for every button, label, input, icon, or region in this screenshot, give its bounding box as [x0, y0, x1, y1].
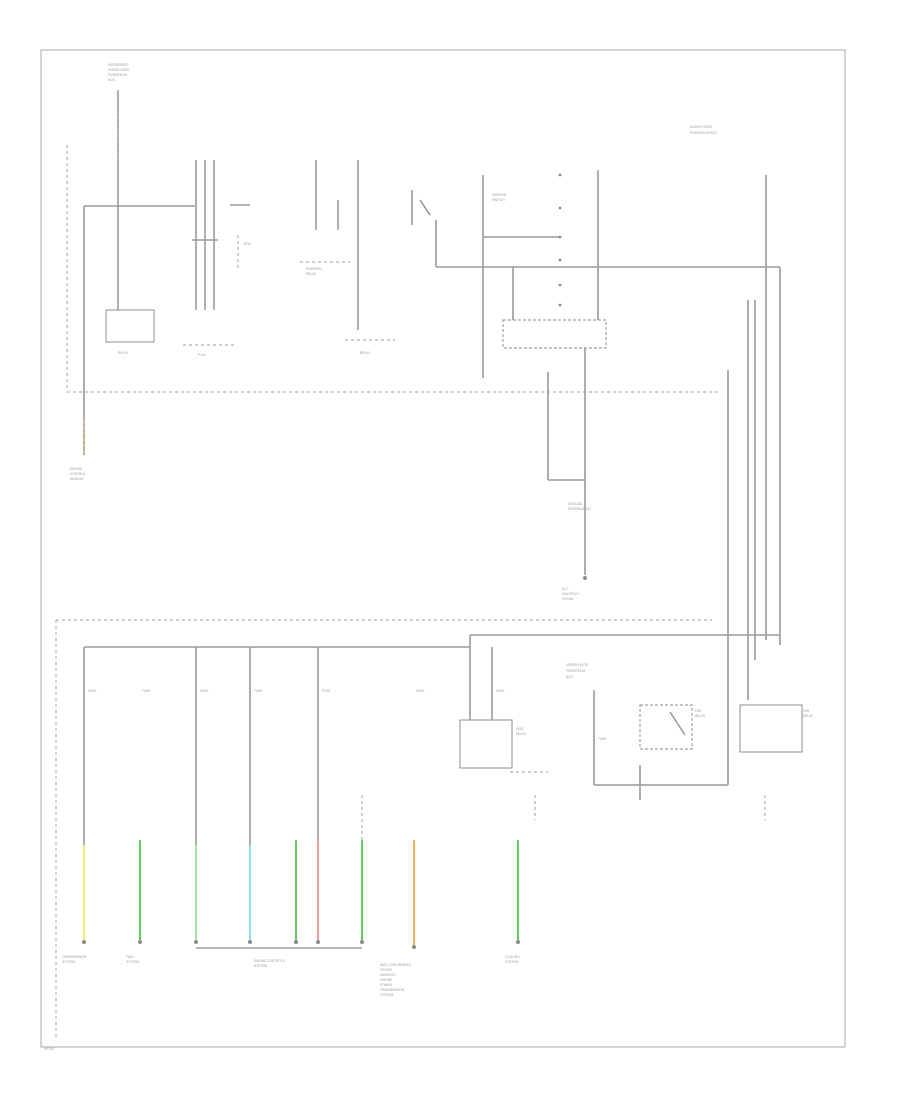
terminal-6 [316, 940, 320, 944]
fuse-tag-5: FUSE [416, 689, 425, 693]
label-transmission-1: SYSTEM [62, 960, 75, 964]
fan-relay-1-box [639, 704, 693, 750]
label-lower-box-2: BOX [566, 675, 574, 679]
fan-relay-2-box [739, 704, 803, 753]
terminal-3 [194, 940, 198, 944]
node-c3 [558, 235, 562, 239]
label-relay-1: RELAY [118, 351, 129, 355]
fuse-tag-7: FUSE [598, 737, 607, 741]
label-engine-ctrl-2: MODULE [70, 477, 84, 481]
fuse-tag-3: FUSE [254, 689, 263, 693]
label-fan-relay-1-0: FAN [695, 709, 702, 713]
label-multi-3: ENGINE [380, 978, 392, 982]
label-ignition-0: IGNITION [492, 193, 507, 197]
label-transmission-0: TRANSMISSION [62, 955, 87, 959]
wire-fan-relay-1 [669, 711, 686, 736]
label-multi-2: EMISSION [380, 973, 396, 977]
label-relay-2: RELAY [360, 351, 371, 355]
label-fuel-0: FUEL [126, 955, 134, 959]
node-c4 [558, 258, 562, 262]
label-dlc-1: MULTIPLEX [562, 592, 580, 596]
label-ground-0: GROUND [568, 502, 583, 506]
fuse-tag-6: FUSE [496, 689, 505, 693]
fuse-tag-0: FUSE [88, 689, 97, 693]
node-c1 [558, 173, 562, 177]
label-lower-box-0: UNDER-HOOD [566, 663, 589, 667]
node-c2 [558, 206, 562, 210]
label-multi-0: ANTI-LOCK BRAKES [380, 963, 411, 967]
label-ecm: ECM [244, 242, 251, 246]
label-cooling-0: COOLING [505, 955, 520, 959]
label-emission-relay-0: EMISSION [306, 267, 322, 271]
node-dlc [583, 576, 587, 580]
label-cooling-1: SYSTEM [505, 960, 518, 964]
fuse-tag-4: FUSE [322, 689, 331, 693]
relay-box-1 [105, 309, 155, 343]
label-engine-ctrl-1: CONTROL [70, 472, 86, 476]
label-engine-1: SYSTEM [254, 964, 267, 968]
label-right-fuse-box-1: FUSE/RELAY BOX [690, 131, 718, 135]
label-multi-5: TRANSMISSION [380, 988, 405, 992]
label-lower-box-1: FUSE/RELAY [566, 669, 586, 673]
terminal-4 [248, 940, 252, 944]
label-top-fuse-box-0: PASSENGER [108, 63, 128, 67]
fuel-relay-box [459, 719, 513, 769]
terminal-9 [516, 940, 520, 944]
label-fuel-1: SYSTEM [126, 960, 139, 964]
label-multi-1: CRUISE [380, 968, 392, 972]
diagram-frame [40, 49, 846, 1048]
label-right-fuse-box-0: UNDER-HOOD [690, 125, 713, 129]
fuse-tag-2: FUSE [200, 689, 209, 693]
corner-code: W1234 [44, 1047, 54, 1051]
label-multi-6: SYSTEM [380, 993, 393, 997]
wire-ignition-b [419, 199, 431, 216]
label-dlc-2: SIGNAL [562, 597, 574, 601]
node-c6 [558, 303, 562, 307]
label-emission-relay-1: RELAY [306, 272, 317, 276]
label-fan-relay-1-1: RELAY [695, 714, 706, 718]
label-dlc-0: DLC [562, 587, 569, 591]
terminal-1 [82, 940, 86, 944]
label-top-fuse-box-2: FUSE/RELAY [108, 73, 128, 77]
fuse-tag-1: FUSE [142, 689, 151, 693]
terminal-2 [138, 940, 142, 944]
label-fan-relay-2-1: RELAY [803, 714, 814, 718]
node-c5 [558, 283, 562, 287]
terminal-8 [412, 945, 416, 949]
label-pcm: PCM [198, 353, 205, 357]
label-fuel-relay-1: RELAY [516, 732, 527, 736]
label-engine-ctrl-0: ENGINE [70, 467, 82, 471]
label-multi-4: POWER [380, 983, 393, 987]
terminal-7 [360, 940, 364, 944]
control-module-box [502, 319, 607, 349]
label-top-fuse-box-1: UNDER-DASH [108, 68, 130, 72]
label-engine-0: ENGINE CONTROLS [254, 959, 285, 963]
label-ignition-1: SWITCH [492, 198, 505, 202]
label-top-fuse-box-3: BOX [108, 78, 116, 82]
label-fan-relay-2-0: FAN [803, 709, 810, 713]
label-ground-1: DISTRIBUTION [568, 507, 591, 511]
label-fuel-relay-0: FUEL [516, 727, 524, 731]
terminal-5 [294, 940, 298, 944]
